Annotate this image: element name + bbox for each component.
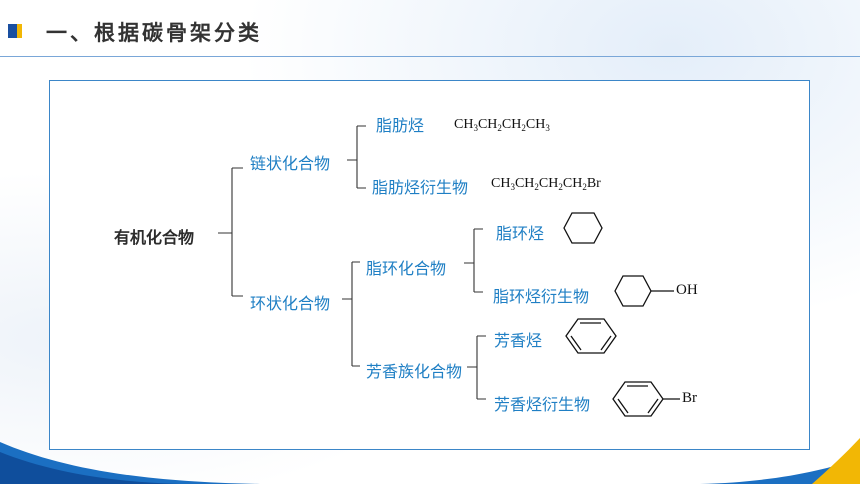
- benzene-icon: [565, 318, 617, 354]
- aromatic-hydrocarbon-label: 芳香烃: [494, 331, 543, 350]
- bromo-substituent: Br: [682, 390, 697, 406]
- content-frame: [49, 80, 810, 450]
- root-label: 有机化合物: [114, 228, 195, 247]
- aliphatic-derivative-label: 脂肪烃衍生物: [372, 178, 469, 197]
- header-marker-icon: [8, 24, 22, 38]
- page-title: 一、根据碳骨架分类: [46, 21, 262, 45]
- aromatic-compounds-label: 芳香族化合物: [366, 362, 463, 381]
- alicyclic-compounds-label: 脂环化合物: [366, 259, 447, 278]
- header-divider: [0, 56, 860, 57]
- cyclohexanol-icon: [614, 275, 674, 307]
- bromobenzene-icon: [612, 381, 680, 417]
- hydroxyl-substituent: OH: [676, 282, 698, 298]
- aromatic-derivative-label: 芳香烃衍生物: [494, 395, 591, 414]
- bottom-wave-decoration: [0, 438, 860, 484]
- bromobutane-formula: CH3CH2CH2CH2Br: [491, 176, 601, 192]
- butane-formula: CH3CH2CH2CH3: [454, 117, 550, 133]
- alicyclic-derivative-label: 脂环烃衍生物: [493, 287, 590, 306]
- alicyclic-hydrocarbon-label: 脂环烃: [496, 224, 545, 243]
- cyclohexane-icon: [563, 212, 603, 244]
- cyclic-compounds-label: 环状化合物: [250, 294, 331, 313]
- chain-compounds-label: 链状化合物: [250, 154, 331, 173]
- aliphatic-hydrocarbon-label: 脂肪烃: [376, 116, 425, 135]
